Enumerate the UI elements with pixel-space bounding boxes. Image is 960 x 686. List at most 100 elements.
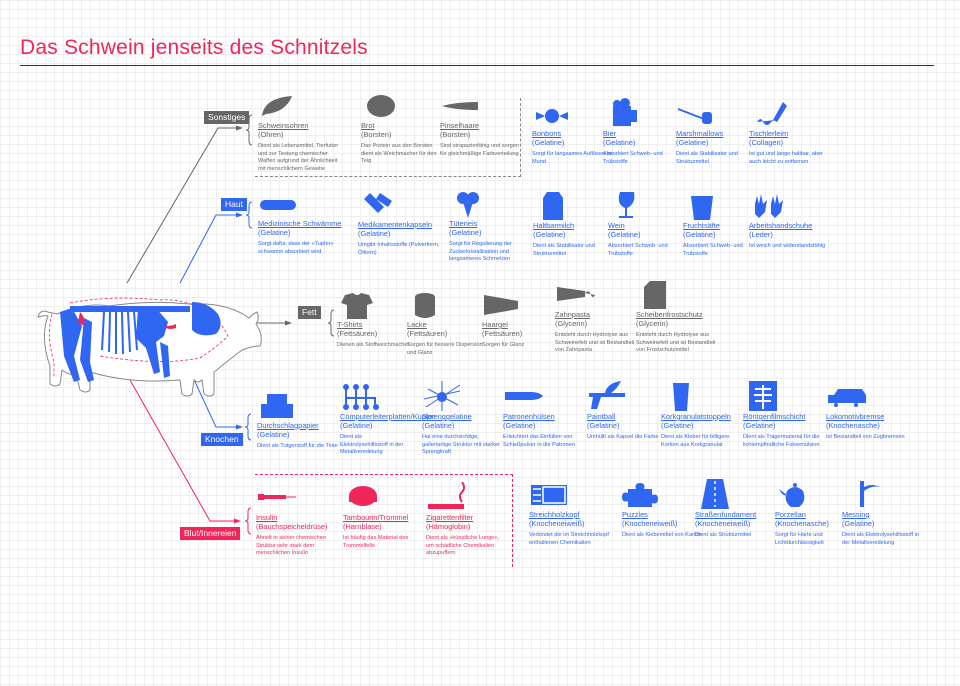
product-material: (Borsten) [361,130,392,139]
category-knochen: Knochen [201,433,243,446]
product-item: Insulin(Bauchspeicheldrüse) Ähnelt in sei… [256,513,338,558]
product-description: Sorgt für Regulierung der Zuckerkristall… [449,241,512,263]
product-description: Absorbiert Schweb- und Trübstoffe [683,243,743,257]
product-title-link[interactable]: Porzellan [775,510,806,519]
product-title-link[interactable]: Computerleiterplatten/Kupfer [340,412,435,421]
product-material: (Knocheneiweiß) [695,519,751,528]
product-item: Puzzles(Knocheneiweiß)Dient als Klebemit… [622,510,704,540]
product-description: Dient als Lebensmittel, Tierfutter und z… [258,143,339,172]
product-title-link[interactable]: Sprenggelatine [422,412,472,421]
product-title-link[interactable]: Lacke [407,320,427,329]
explosion-icon [422,381,462,411]
product-title-link[interactable]: Haargel [482,320,508,329]
category-fett: Fett [298,306,321,319]
product-material: (Gelatine) [743,421,776,430]
locomotive-icon [826,381,866,411]
product-title-link[interactable]: Röntgenfilmschicht [743,412,806,421]
bread-icon [361,90,401,120]
product-material: (Fettsäuren) [337,329,378,338]
product-description: Dient als Elektrolysehilfsstoff in der M… [340,434,404,456]
product-title-link[interactable]: Medikamentenkapseln [358,220,432,229]
product-title-link[interactable]: Bier [603,129,617,138]
paint-bucket-icon [407,289,447,319]
product-description: Ist weich und widerstandsfähig [749,243,826,249]
product-material: (Gelatine) [258,228,291,237]
product-item: Patronenhülsen(Gelatine)Erleichtert das … [503,412,585,449]
product-title-link[interactable]: Wein [608,221,625,230]
product-title-link[interactable]: Puzzles [622,510,648,519]
product-title-link[interactable]: Messing [842,510,870,519]
candy-icon [532,98,572,128]
product-title-link[interactable]: Marshmallows [676,129,724,138]
product-title-link[interactable]: Bonbons [532,129,562,138]
product-material: (Gelatine) [661,421,694,430]
product-item: Marshmallows(Gelatine)Dient als Stabilis… [676,129,758,166]
product-title-link[interactable]: Straßenfundament [695,510,757,519]
capsule-icon [358,189,398,219]
page-title: Das Schwein jenseits des Schnitzels [20,36,368,59]
milk-carton-icon [533,190,573,220]
product-title-link[interactable]: Durchschlagpapier [257,421,319,430]
product-description: Absorbiert Schweb- und Trübstoffe [608,243,668,257]
teapot-icon [775,479,815,509]
product-title-link[interactable]: Tischlerleim [749,129,789,138]
product-title-link[interactable]: Pinselhaare [440,121,480,130]
brace-blut [244,507,252,535]
product-item: Haltbarmilch(Gelatine)Dient als Stabilis… [533,221,615,258]
product-title-link[interactable]: Haltbarmilch [533,221,575,230]
product-description: Ähnelt in seiner chemischen Struktur seh… [256,535,326,557]
product-description: Dient als Trägermaterial für die lichtem… [743,434,820,448]
product-title-link[interactable]: Arbeitshandschuhe [749,221,813,230]
product-material: (Gelatine) [358,229,391,238]
line-haut [179,214,240,284]
product-material: (Collagen) [749,138,784,147]
product-material: (Gelatine) [587,421,620,430]
product-title-link[interactable]: Scheibenfrostschutz [636,310,703,319]
product-material: (Gelatine) [503,421,536,430]
product-material: (Knocheneiweiß) [622,519,678,528]
product-material: (Gelatine) [683,230,716,239]
product-title-link[interactable]: Tambourin/Trommel [343,513,409,522]
product-item: Brot(Borsten)Das Protein aus den Borsten… [361,121,443,166]
product-description: Umgibt Inhaltsstoffe (Pulverform, Ölform… [358,242,440,256]
line-blut [112,349,238,522]
product-material: (Ohren) [258,130,284,139]
product-title-link[interactable]: Tüteneis [449,219,478,228]
product-item: Zahnpasta(Glycerin)Entsteht durch Hydrol… [555,310,637,355]
xray-icon [743,381,783,411]
product-title-link[interactable]: T-Shirts [337,320,363,329]
product-description: Dienen als Stoffweichmacher [337,342,410,348]
product-item: Bonbons(Gelatine)Sorgt für langsames Auf… [532,129,614,166]
pig-illustration [37,297,262,397]
product-title-link[interactable]: Fruchtsäfte [683,221,720,230]
sponge-icon [258,188,298,218]
product-title-link[interactable]: Zahnpasta [555,310,590,319]
product-material: (Bauchspeicheldrüse) [256,522,328,531]
product-description: Dient als Stabilisator und Strukturmitte… [676,151,738,165]
product-item: Pinselhaare(Borsten)Sind strapazierfähig… [440,121,522,158]
leaf-icon [258,90,298,120]
product-title-link[interactable]: Patronenhülsen [503,412,555,421]
product-title-link[interactable]: Streichholzkopf [529,510,580,519]
product-material: (Knochenasche) [826,421,880,430]
product-title-link[interactable]: Schweinsohren [258,121,309,130]
glue-icon [749,98,789,128]
brace-fett [327,309,335,337]
product-item: Arbeitshandschuhe(Leder)Ist weich und wi… [749,221,831,251]
puzzle-icon [622,479,662,509]
product-description: Dient als Stabilisator und Strukturmitte… [533,243,595,257]
product-material: (Fettsäuren) [407,329,448,338]
product-title-link[interactable]: Medizinische Schwämme [258,219,342,228]
product-title-link[interactable]: Zigarettenfilter [426,513,474,522]
product-material: (Gelatine) [422,421,455,430]
product-title-link[interactable]: Paintball [587,412,616,421]
product-description: Dient als Strukturmittel [695,532,752,538]
product-title-link[interactable]: Insulin [256,513,278,522]
product-title-link[interactable]: Brot [361,121,375,130]
product-item: Bier(Gelatine)Absorbiert Schweb- und Trü… [603,129,685,166]
product-item: Zigarettenfilter(Hämoglobin)Dient als »k… [426,513,508,558]
pink-items-dashed-frame [255,474,513,567]
product-title-link[interactable]: Korkgranulatstoppeln [661,412,731,421]
product-title-link[interactable]: Lokomotivbremse [826,412,885,421]
product-item: Streichholzkopf(Knocheneiweiß)Verbindet … [529,510,611,547]
